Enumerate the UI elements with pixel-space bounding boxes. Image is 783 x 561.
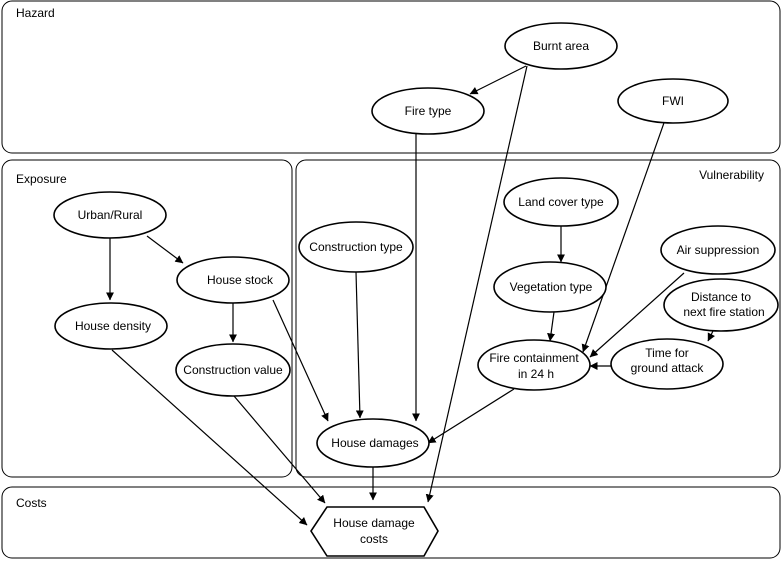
node-fire-containment[interactable]: Fire containment in 24 h <box>477 339 591 391</box>
node-house-density[interactable]: House density <box>54 302 168 350</box>
node-house-damage-costs[interactable]: House damage costs <box>310 506 439 557</box>
edge-fire-containment-to-house-damages <box>427 388 515 444</box>
node-construction-type-label: Construction type <box>309 240 403 254</box>
costs-panel-label: Costs <box>16 496 47 510</box>
node-fire-containment-label-1: Fire containment <box>489 351 579 365</box>
edge-construction-type-to-house-damages <box>355 271 364 419</box>
node-fire-type-label: Fire type <box>405 104 452 118</box>
node-house-stock-label: House stock <box>207 273 274 287</box>
node-air-suppression[interactable]: Air suppression <box>660 225 776 275</box>
edge-burnt-area-to-fire-type <box>469 65 527 95</box>
node-house-damage-costs-label-2: costs <box>360 532 388 546</box>
edge-urban-rural-to-house-stock <box>146 235 184 264</box>
node-land-cover-type-label: Land cover type <box>518 195 604 209</box>
hazard-panel-label: Hazard <box>16 6 55 20</box>
hazard-panel: Hazard <box>1 0 781 154</box>
node-urban-rural-label: Urban/Rural <box>78 208 143 222</box>
node-fire-type[interactable]: Fire type <box>371 87 485 135</box>
node-house-damages[interactable]: House damages <box>316 418 430 468</box>
node-vegetation-type-label: Vegetation type <box>510 280 593 294</box>
vulnerability-panel: Vulnerability <box>295 159 781 478</box>
node-distance-to-fire-station-label-1: Distance to <box>691 290 751 304</box>
vulnerability-panel-label: Vulnerability <box>699 168 764 182</box>
edge-burnt-area-to-house-damage-costs <box>425 65 528 503</box>
node-construction-value-label: Construction value <box>183 363 283 377</box>
edge-house-density-to-house-damage-costs <box>111 349 308 526</box>
node-distance-to-fire-station-label-2: next fire station <box>683 305 764 319</box>
edge-vegetation-type-to-fire-containment <box>547 311 556 342</box>
node-burnt-area-label: Burnt area <box>533 39 589 53</box>
node-house-density-label: House density <box>75 319 151 333</box>
node-vegetation-type[interactable]: Vegetation type <box>493 261 607 313</box>
node-land-cover-type[interactable]: Land cover type <box>503 177 619 227</box>
node-distance-to-fire-station[interactable]: Distance to next fire station <box>663 278 779 332</box>
node-house-damage-costs-label-1: House damage <box>333 516 415 530</box>
node-burnt-area[interactable]: Burnt area <box>504 22 618 70</box>
node-house-stock[interactable]: House stock <box>176 256 290 304</box>
node-fwi[interactable]: FWI <box>617 78 729 124</box>
node-time-for-ground-attack-label-1: Time for <box>645 346 689 360</box>
edge-air-suppression-to-fire-containment <box>589 272 685 358</box>
edge-fwi-to-fire-containment <box>581 119 666 353</box>
edges <box>106 65 716 526</box>
node-time-for-ground-attack[interactable]: Time for ground attack <box>610 338 724 390</box>
node-house-damages-label: House damages <box>331 436 418 450</box>
node-fire-containment-label-2: in 24 h <box>518 367 554 381</box>
exposure-panel-label: Exposure <box>16 172 67 186</box>
node-fwi-label: FWI <box>662 94 684 108</box>
edge-construction-value-to-house-damage-costs <box>233 395 326 504</box>
node-air-suppression-label: Air suppression <box>677 243 760 257</box>
node-time-for-ground-attack-label-2: ground attack <box>631 361 705 375</box>
node-construction-value[interactable]: Construction value <box>175 343 291 397</box>
node-construction-type[interactable]: Construction type <box>298 221 414 273</box>
node-urban-rural[interactable]: Urban/Rural <box>53 191 167 239</box>
edge-house-stock-to-house-damages <box>272 299 329 422</box>
